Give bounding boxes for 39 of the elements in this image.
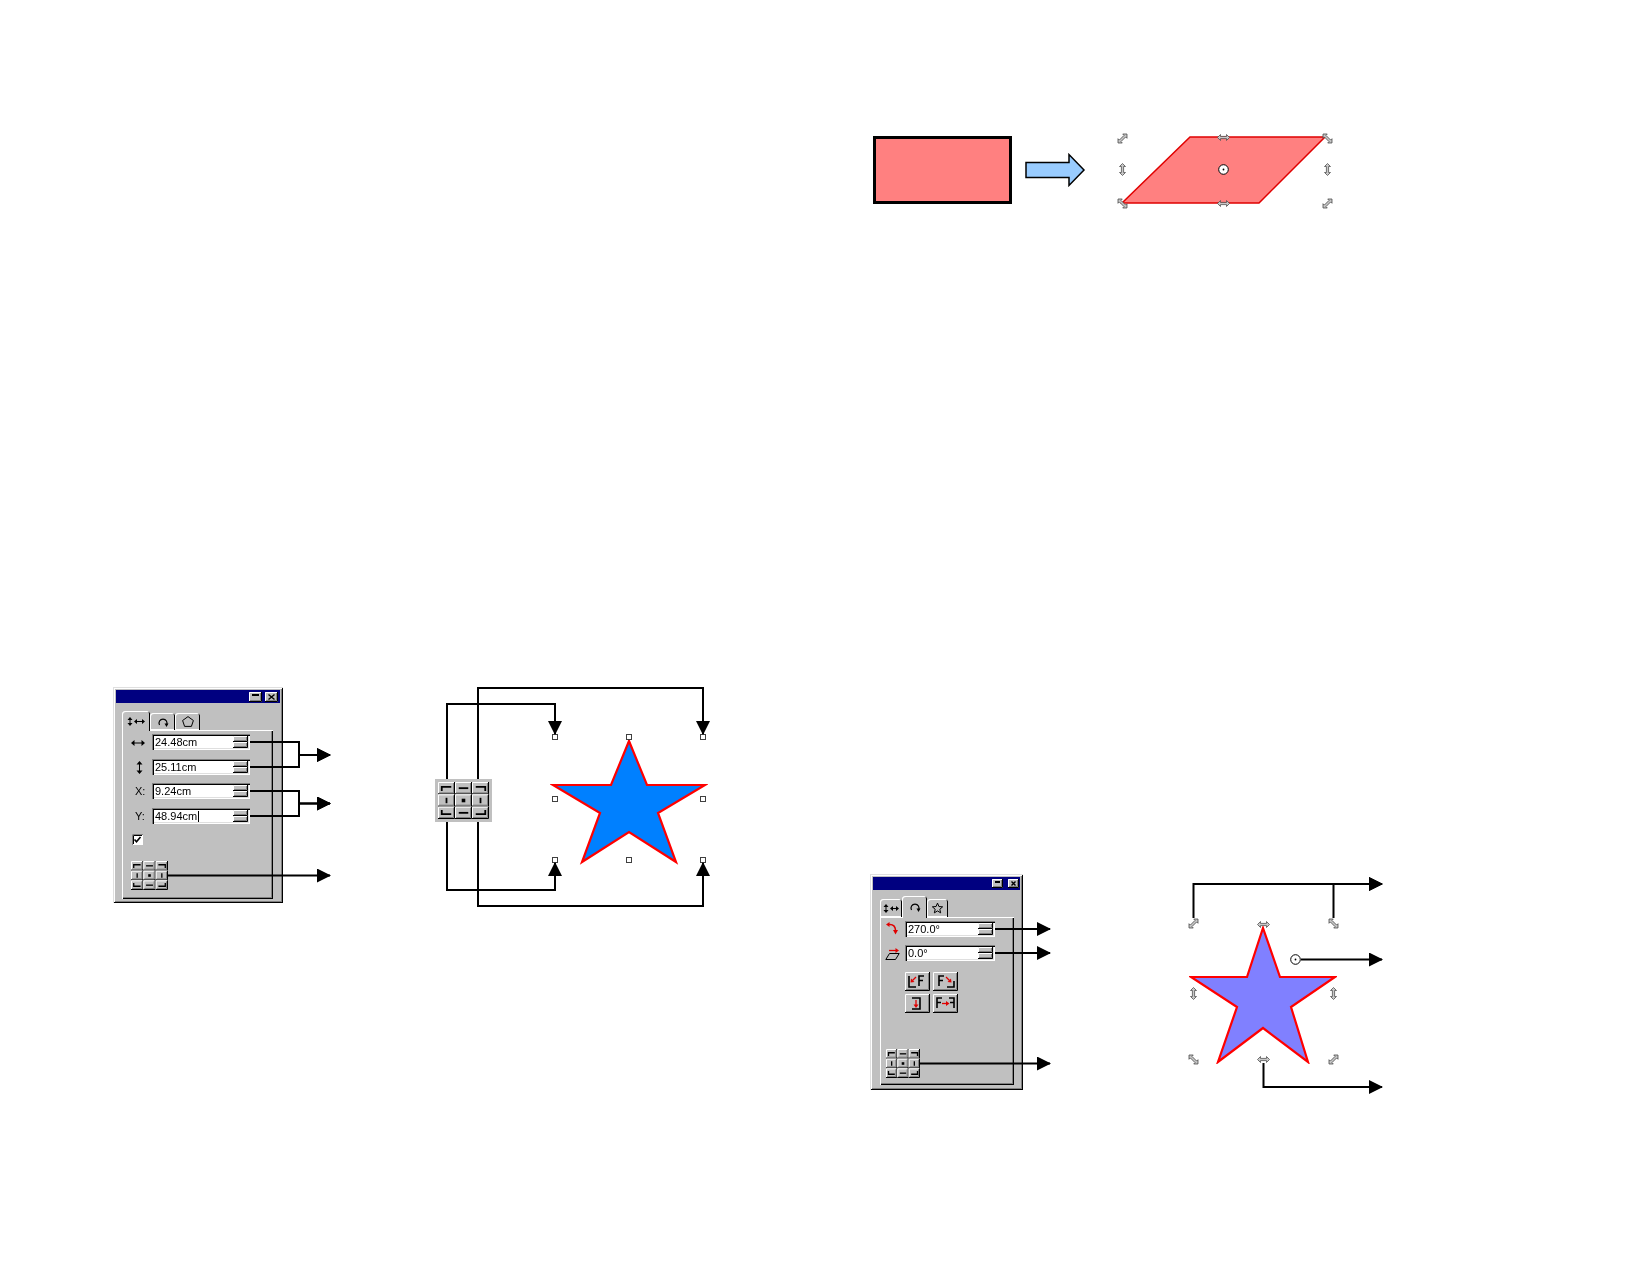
dialog-window [870,874,1023,1090]
parallelogram-shape [1120,135,1327,205]
input-field: 0.0° [905,945,995,961]
arrow [1262,1062,1383,1094]
input-field: 9.24cm [152,783,250,799]
arrow [994,922,1051,936]
grid-icon [886,1049,920,1078]
grid-icon [131,861,168,890]
arrow [446,703,562,780]
arrow [167,868,331,883]
star-shape [1189,926,1337,1064]
arrow [1300,952,1383,967]
grid-icon [435,779,492,822]
double-arrow-icon [1257,1056,1270,1063]
input-field: 270.0° [905,921,995,937]
arrow [919,1056,1051,1071]
arrow [477,821,710,907]
input-field: 48.94cm [152,808,250,824]
input-field: 24.48cm [152,734,250,750]
block-arrow [1025,152,1086,188]
arrow [1332,877,1383,919]
field-label: Y: [135,810,145,822]
center-point-icon [1290,954,1301,965]
arrow [994,946,1051,960]
star-shape [550,738,708,865]
field-label: X: [135,785,146,797]
rectangle-shape [873,136,1012,204]
double-arrow-icon [1188,918,1199,929]
dialog-window [113,687,283,903]
arrow [477,687,710,780]
selection-handle-icon [700,734,706,740]
selection-handle-icon [700,857,706,863]
arrow [249,796,331,817]
input-field: 25.11cm [152,759,250,775]
double-arrow-icon [1328,918,1339,929]
selection-handle-icon [552,734,558,740]
selection-handle-icon [552,857,558,863]
arrow [249,748,331,768]
arrow [446,821,562,891]
